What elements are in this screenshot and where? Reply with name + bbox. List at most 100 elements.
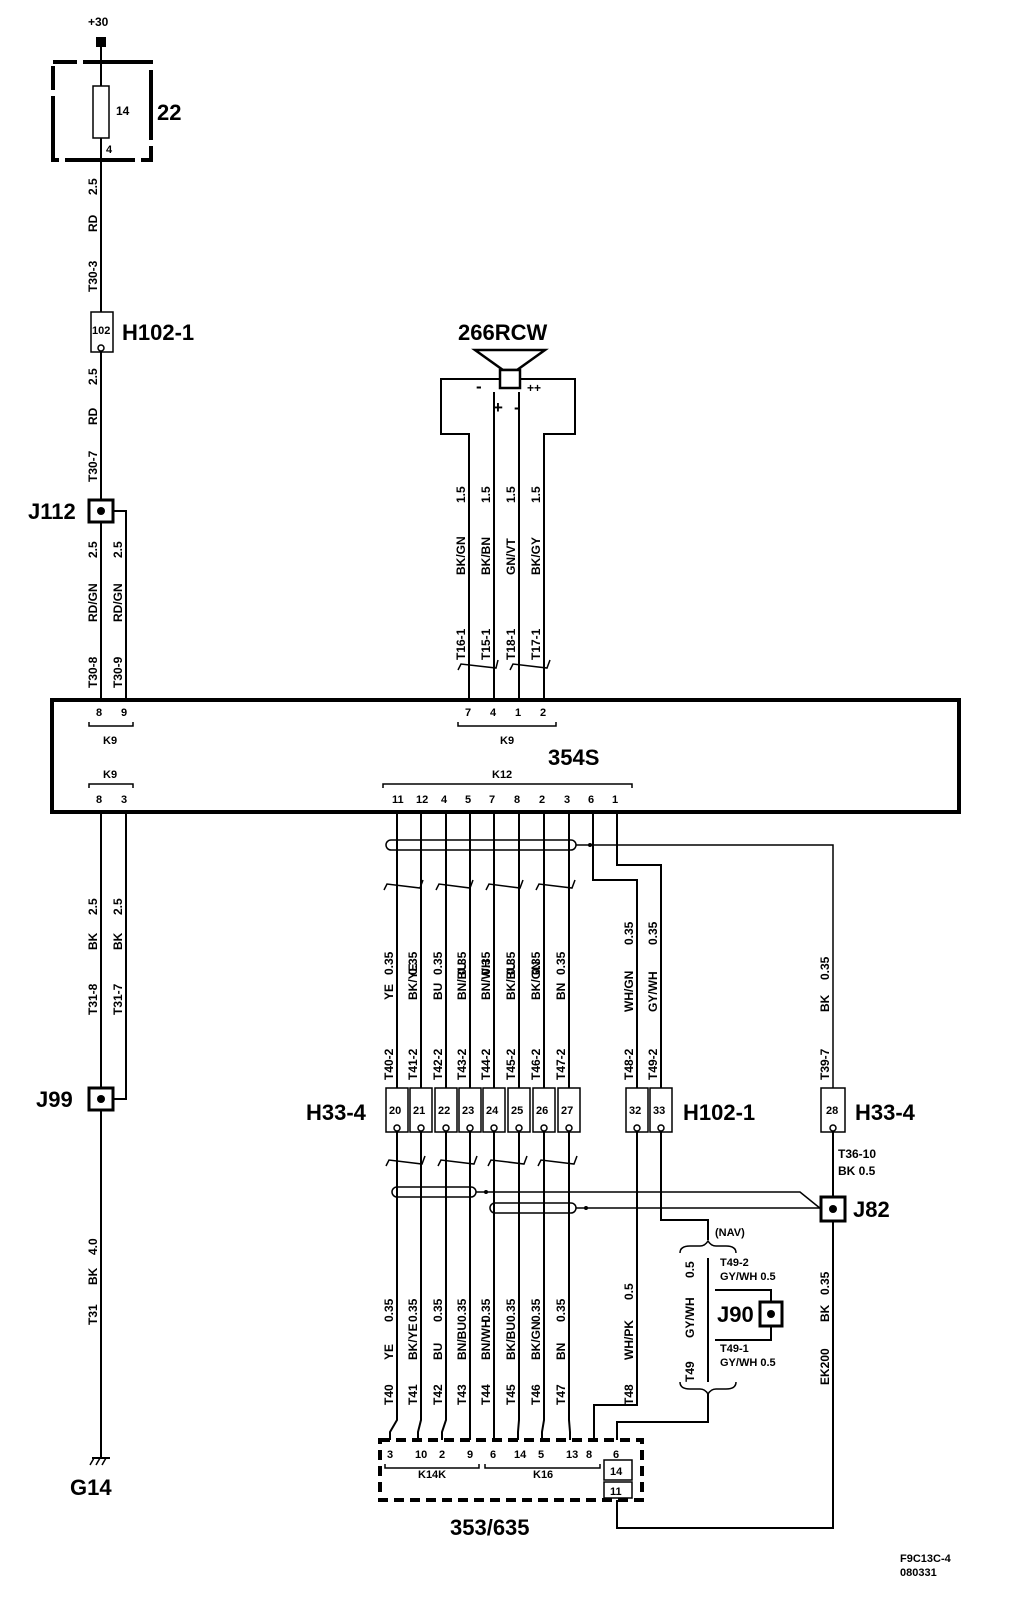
wire-size: 1.5 [454,486,468,503]
wire-color: RD/GN [111,583,125,622]
wire-size: 0.35 [455,951,469,975]
ground-icon [89,1457,110,1466]
wire-color: BK/GY [529,537,543,575]
fuse-id: 22 [157,100,181,125]
pin-label: 8 [586,1449,592,1461]
wire-id: T41-2 [406,1048,420,1080]
j112-label: J112 [28,499,76,524]
wire-id: T31-8 [86,983,100,1015]
fuse-number: 14 [116,104,130,118]
wire-id: T42 [431,1384,445,1405]
shield [489,1202,577,1214]
wire-id: T44-2 [479,1048,493,1080]
pin-label: 28 [826,1105,838,1117]
shield [391,1186,477,1198]
wire-size: 0.35 [455,1298,469,1322]
wire-color: RD [86,214,100,232]
ground-label: G14 [70,1475,112,1500]
pin-label: 21 [413,1105,425,1117]
wire-id: T17-1 [529,628,543,660]
wire-color: BU [431,1343,445,1360]
wire-id: T16-1 [454,628,468,660]
wire-size: 2.5 [111,541,125,558]
j90-lower-spec: GY/WH 0.5 [720,1357,776,1369]
wire-size: 1.5 [529,486,543,503]
h102-top-pin: 102 [92,325,110,337]
wire-color: BK [818,994,832,1012]
fuse-box: 14 4 22 [51,60,181,162]
wire-color: GY/WH [683,1297,697,1338]
wire-id: T30-3 [86,260,100,292]
wire-id: T47-2 [554,1048,568,1080]
pin-label: 11 [392,794,404,806]
speaker-terminal: ++ [527,381,541,395]
wire-size: 0.35 [479,951,493,975]
k9-top-left-label: K9 [103,735,117,747]
wire-color: BN/WH [479,959,493,1000]
wire-size: 0.35 [431,951,445,975]
pin-label: 12 [416,794,428,806]
pin-label: 5 [538,1449,544,1461]
wire-id: T49-2 [646,1048,660,1080]
wire-size: 0.35 [646,921,660,945]
wire-color: BN/BU [455,1322,469,1360]
pin-label: 3 [121,794,127,806]
wire-size: 0.35 [431,1298,445,1322]
wire-id: T40-2 [382,1048,396,1080]
wire-id: T46-2 [529,1048,543,1080]
k14k-label: K14K [418,1469,446,1481]
pin-label: 4 [441,794,448,806]
wire-id: T31 [86,1304,100,1325]
j90-upper-id: T49-2 [720,1257,749,1269]
wire-id: T42-2 [431,1048,445,1080]
wire-id: T45 [504,1384,518,1405]
pin-label: 4 [490,707,497,719]
h33-right-connector: 28 H33-4 [820,1087,916,1133]
wire-id: T47 [554,1384,568,1405]
radio-label: 353/635 [450,1515,530,1540]
supply-terminal [96,37,106,47]
pin-label: 3 [387,1449,393,1461]
h102-top-label: H102-1 [122,320,194,345]
pin-label: 2 [540,707,546,719]
wire-id: T46 [529,1384,543,1405]
wire-size: 2.5 [86,541,100,558]
wire-color: BK [86,1267,100,1285]
k12-label: K12 [492,769,512,781]
wire-size: 0.35 [818,1271,832,1295]
module-label: 354S [548,745,599,770]
wire-color: BK [111,932,125,950]
pin-label: 10 [415,1449,427,1461]
k9-bottom-left-label: K9 [103,769,117,781]
speaker-terminal: - [476,377,482,396]
wire-id: T30-7 [86,450,100,482]
wire-id: EK200 [818,1348,832,1385]
wire-color: BK/BU [504,962,518,1000]
j82-wire-id: T36-10 [838,1147,876,1161]
wire-color: BK/BU [504,1322,518,1360]
pin-label: 9 [467,1449,473,1461]
speaker-terminal: - [514,398,520,417]
pin-label: 6 [490,1449,496,1461]
wire-id: T44 [479,1384,493,1405]
wire-size: 0.35 [504,951,518,975]
pin-label: 27 [561,1105,573,1117]
wire-id: T45-2 [504,1048,518,1080]
wire-size: 0.35 [382,951,396,975]
wire-color: BK/GN [529,1321,543,1360]
radio-side-pin: 11 [610,1486,622,1498]
speaker-terminal: + [493,398,503,417]
pin-label: 9 [121,707,127,719]
wire-size: 0.35 [479,1298,493,1322]
fuse-element [92,85,110,139]
wire-size: 2.5 [86,898,100,915]
wire-size: 0.35 [406,951,420,975]
pin-label: 5 [465,794,471,806]
j99-label: J99 [36,1087,73,1112]
k9-top-right-label: K9 [500,735,514,747]
h33-left-label: H33-4 [306,1100,367,1125]
wire-id: T18-1 [504,628,518,660]
pin-label: 3 [564,794,570,806]
wire-size: 0.35 [529,1298,543,1322]
